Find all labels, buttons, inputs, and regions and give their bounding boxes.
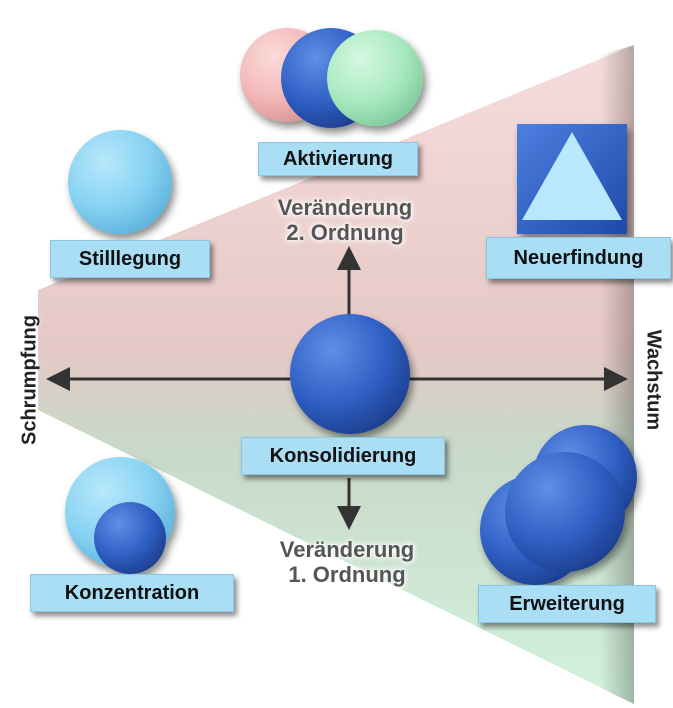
konzentration-inner-circle (94, 502, 166, 574)
neuerfindung-triangle (522, 132, 622, 220)
caption-first-order: Veränderung 1. Ordnung (227, 537, 467, 587)
aktivierung-label: Aktivierung (258, 142, 418, 176)
konzentration-label: Konzentration (30, 574, 234, 612)
caption-second-order-line2: 2. Ordnung (286, 220, 404, 245)
caption-first-order-line1: Veränderung (279, 537, 415, 562)
axis-label-schrumpfung: Schrumpfung (18, 315, 41, 445)
konsolidierung-circle (290, 314, 410, 434)
erweiterung-circle-front (505, 452, 625, 572)
caption-second-order-line1: Veränderung (277, 195, 413, 220)
caption-second-order: Veränderung 2. Ordnung (225, 195, 465, 245)
stilllegung-circle (68, 130, 172, 234)
caption-first-order-line2: 1. Ordnung (288, 562, 406, 587)
konsolidierung-label: Konsolidierung (241, 437, 445, 475)
erweiterung-label: Erweiterung (478, 585, 656, 623)
aktivierung-mint-circle (327, 30, 423, 126)
neuerfindung-label: Neuerfindung (486, 237, 671, 279)
axis-label-wachstum: Wachstum (642, 329, 665, 431)
stilllegung-label: Stilllegung (50, 240, 210, 278)
